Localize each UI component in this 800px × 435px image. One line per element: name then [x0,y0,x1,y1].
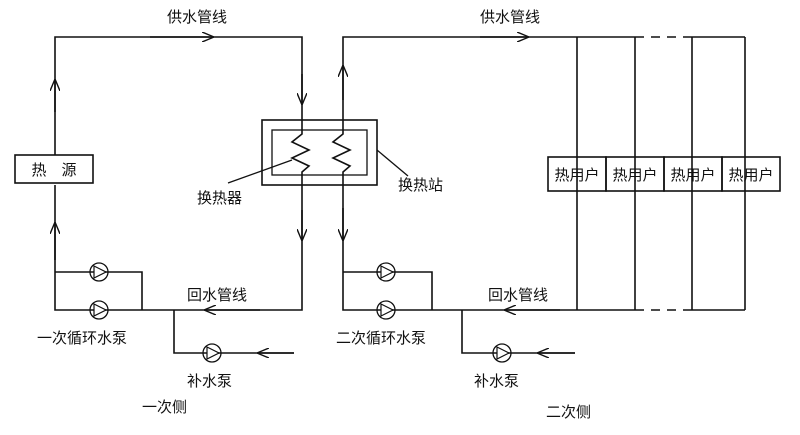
heat-user-label: 热用户 [612,166,657,184]
secondary-supply-line-label: 供水管线 [480,8,540,26]
exchanger-primary-coil [290,120,311,185]
secondary-side-label: 二次侧 [546,403,591,421]
heat-user: 热用户 [663,156,723,192]
secondary-return-line-label: 回水管线 [488,286,548,304]
heat-user-label: 热用户 [728,166,773,184]
secondary-supply-pipe [342,36,635,120]
exchanger-secondary-coil [331,120,352,185]
exchanger-inner-box [271,129,368,176]
secondary-circulation-pump-icon [376,300,396,320]
heat-user: 热用户 [721,156,781,192]
primary-loop: 热 源 一次循环水泵 补水泵 供水管线 回水管线 一次侧 [14,8,303,416]
heat-source-label: 热 源 [31,161,76,179]
primary-makeup-pump-icon [202,343,222,363]
station-outer-box [261,119,378,186]
heat-source-box [14,154,94,184]
heat-user-label: 热用户 [670,166,715,184]
station-leader-line [376,149,409,177]
heat-user-label: 热用户 [554,166,599,184]
primary-return-line-label: 回水管线 [187,286,247,304]
primary-circulation-pump-icon [89,262,109,282]
exchanger-leader-line [227,159,293,184]
exchanger-label: 换热器 [197,189,242,207]
secondary-pump-bypass [343,271,433,310]
station-label: 换热站 [398,176,443,194]
primary-supply-pipe [54,36,303,155]
primary-return-pipe [54,185,303,311]
secondary-circulation-pump-label: 二次循环水泵 [336,329,426,347]
primary-makeup-pipe [173,310,294,354]
secondary-makeup-pipe [461,310,575,354]
secondary-loop: 热用户 热用户 热用户 热用户 二次循环水泵 [336,8,781,421]
primary-supply-line-label: 供水管线 [167,8,227,26]
primary-side-label: 一次侧 [142,398,187,416]
primary-makeup-pump-label: 补水泵 [187,372,232,390]
secondary-circulation-pump-icon [376,262,396,282]
primary-pump-bypass [55,271,143,310]
primary-circulation-pump-label: 一次循环水泵 [37,329,127,347]
secondary-makeup-pump-label: 补水泵 [474,372,519,390]
primary-circulation-pump-icon [89,300,109,320]
heat-exchange-station: 换热器 换热站 [197,119,443,207]
secondary-makeup-pump-icon [492,343,512,363]
